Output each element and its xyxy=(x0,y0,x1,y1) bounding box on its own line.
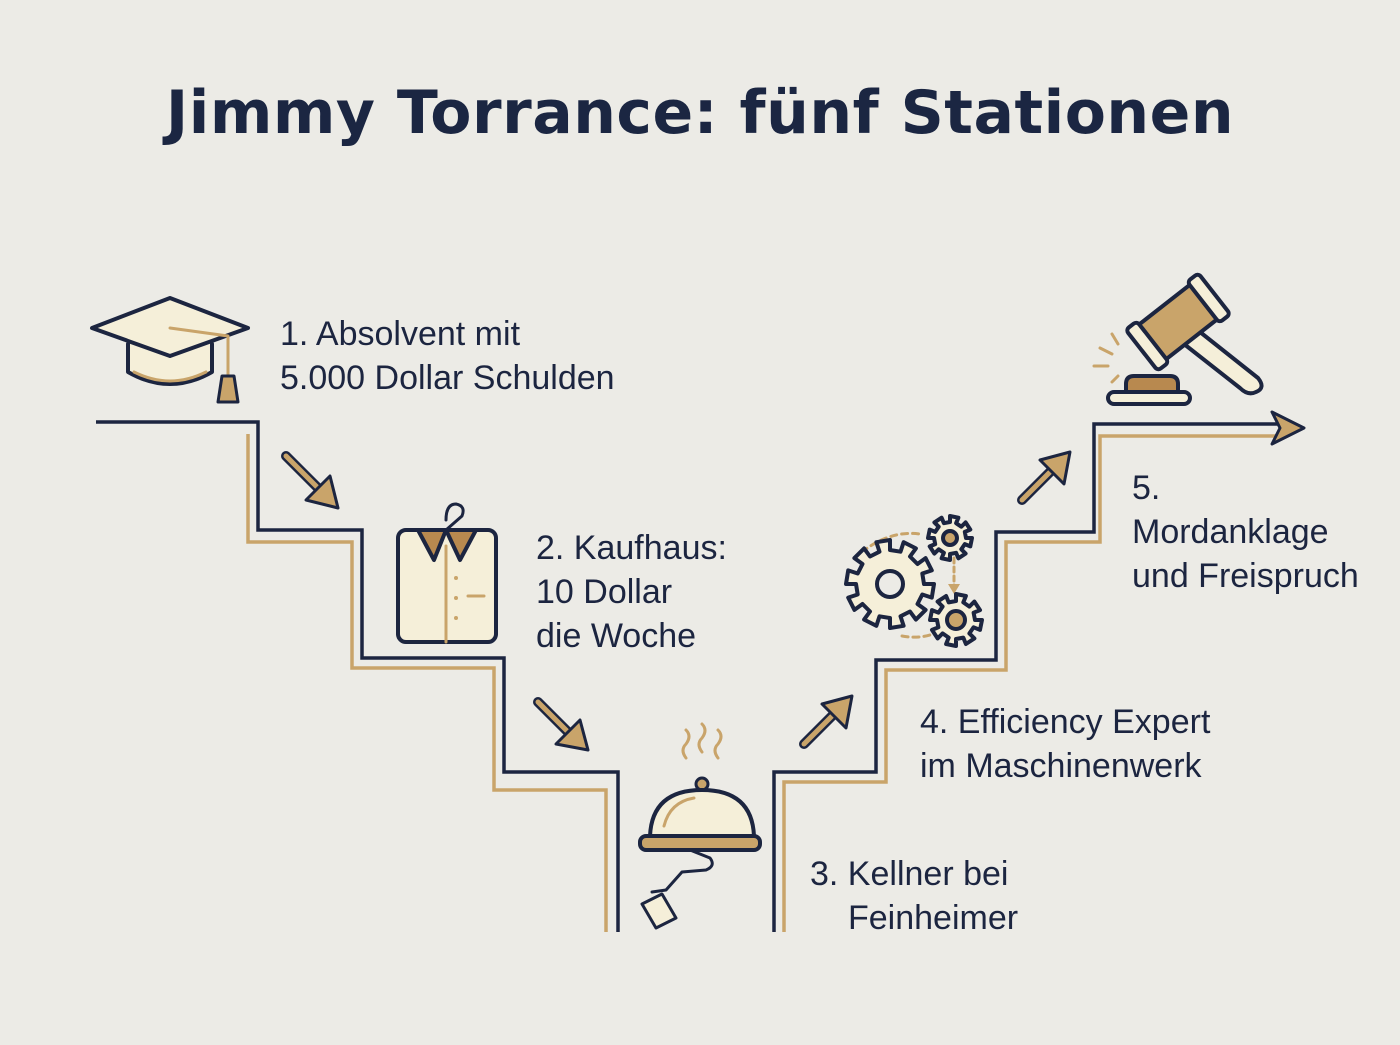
arrow-down-1 xyxy=(281,451,340,510)
station-2-label: 2. Kaufhaus: 10 Dollar die Woche xyxy=(536,526,727,658)
station-2-line-2: 10 Dollar xyxy=(536,573,673,611)
station-4-line-2: im Maschinenwerk xyxy=(920,747,1202,785)
gear-large xyxy=(844,538,936,630)
gear-mid-hole xyxy=(945,609,967,631)
station-2-line-3: die Woche xyxy=(536,617,697,655)
serving-cloche-icon xyxy=(638,722,762,930)
station-1-line-2: 5.000 Dollar Schulden xyxy=(280,359,615,397)
station-5-line-2: Mordanklage xyxy=(1132,513,1329,551)
gear-small-top xyxy=(926,514,974,562)
station-2-line-1: 2. Kaufhaus: xyxy=(536,529,727,567)
station-1-line-1: 1. Absolvent mit xyxy=(280,315,521,353)
station-4-label: 4. Efficiency Expert im Maschinenwerk xyxy=(920,700,1210,788)
graduation-cap-icon xyxy=(90,296,250,404)
station-5-line-1: 5. xyxy=(1132,469,1161,507)
arrow-down-2 xyxy=(533,697,590,752)
station-5-line-3: und Freispruch xyxy=(1132,557,1359,595)
stair-line-navy xyxy=(96,420,1278,932)
page-title: Jimmy Torrance: fünf Stationen xyxy=(165,78,1235,148)
gear-big-hole xyxy=(875,569,905,599)
arrow-up-1 xyxy=(799,694,854,749)
end-arrow-head xyxy=(1270,410,1306,446)
gears-icon xyxy=(844,514,984,648)
arrow-up-2 xyxy=(1017,450,1072,505)
station-3-line-2: Feinheimer xyxy=(848,899,1019,937)
shirt-on-hanger-icon xyxy=(396,502,498,644)
judge-gavel-icon xyxy=(1092,272,1264,406)
gear-small-bottom xyxy=(928,592,984,648)
station-5-label: 5. Mordanklage und Freispruch xyxy=(1132,466,1359,598)
station-1-label: 1. Absolvent mit 5.000 Dollar Schulden xyxy=(280,312,615,400)
stair-line-gold xyxy=(246,434,1278,932)
station-3-label: 3. Kellner bei Feinheimer xyxy=(810,852,1018,940)
gear-small-hole xyxy=(941,529,959,547)
station-3-line-1: 3. Kellner bei xyxy=(810,855,1009,893)
station-4-line-1: 4. Efficiency Expert xyxy=(920,703,1211,741)
